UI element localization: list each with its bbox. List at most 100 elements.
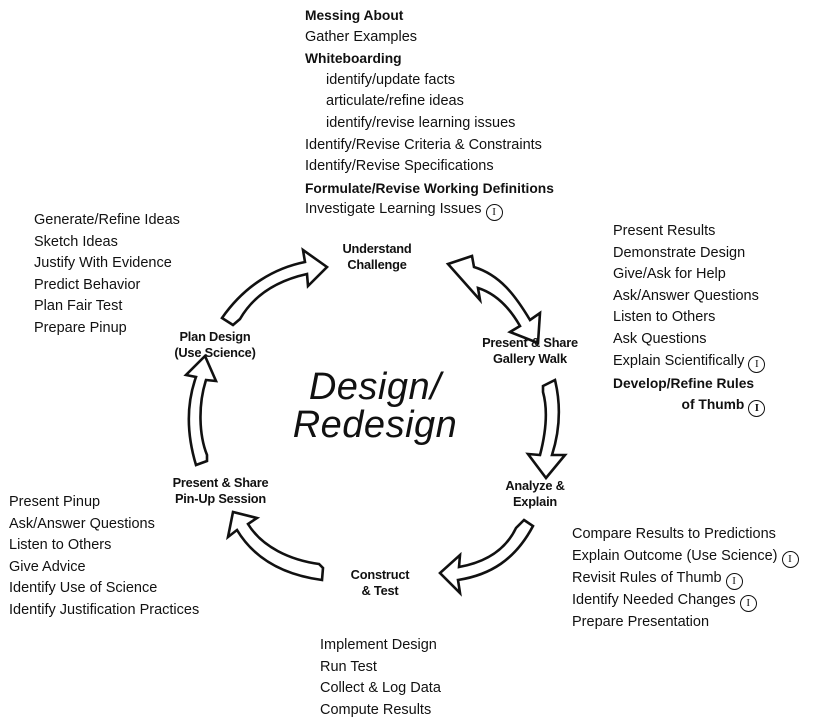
stage-label: Understand [342,241,412,256]
arrow-gallery-to-analyze [525,378,568,481]
activity-item: Ask/Answer Questions [613,286,765,308]
activity-item: Predict Behavior [34,275,180,297]
activity-item: articulate/refine ideas [305,91,554,113]
activity-text: Identify Use of Science [9,580,158,597]
activity-item: Compare Results to Predictions [572,524,799,546]
activity-item: Identify/Revise Criteria & Constraints [305,135,554,157]
activity-text: Present Pinup [9,494,101,510]
activity-item: Give Advice [9,557,199,579]
activity-text: Sketch Ideas [34,233,118,250]
activity-item: Plan Fair Test [34,296,180,318]
activity-item: Collect & Log Data [320,678,441,700]
activity-item: Sketch Ideas [34,232,180,254]
activity-item: Identify Justification Practices [9,600,199,622]
activity-text: Listen to Others [613,309,716,326]
activity-text: of Thumb [681,397,745,413]
activity-text: Ask/Answer Questions [613,287,759,304]
activity-text: Implement Design [320,637,437,653]
arrow-construct-to-pinup [226,510,325,582]
activity-text: Listen to Others [9,537,112,554]
arrow-pinup-to-plan [183,353,219,467]
stage-label: & Test [361,583,399,598]
activity-item: Identify/Revise Specifications [305,156,554,178]
activity-item: identify/update facts [305,70,554,92]
activity-text: Ask/Answer Questions [9,515,155,532]
activity-text: Plan Fair Test [34,298,123,315]
activity-item: Gather Examples [305,27,554,49]
activity-item: Ask/Answer Questions [9,514,199,536]
stage-plan-design: Plan Design (Use Science) [160,329,270,361]
activity-item: Ask Questions [613,329,765,351]
activity-item: Prepare Pinup [34,318,180,340]
activity-item: Demonstrate Design [613,243,765,265]
investigate-icon: I [748,400,766,418]
activity-item: Generate/Refine Ideas [34,210,180,232]
stage-label: Challenge [347,257,407,272]
activity-text: Gather Examples [305,28,418,45]
activity-item: Present Pinup [9,492,199,514]
activity-text: Identify/Revise Criteria & Constraints [305,136,542,153]
activity-item: Run Test [320,657,441,679]
activity-text: Explain Outcome (Use Science) [572,547,778,564]
activity-text: Give/Ask for Help [613,266,726,283]
activity-text: Give Advice [9,558,86,575]
activity-text: Demonstrate Design [613,244,746,261]
investigate-icon: I [748,355,766,373]
arrow-analyze-to-construct [438,518,535,597]
activity-item: Listen to Others [9,535,199,557]
activity-text: Identify/Revise Specifications [305,158,494,175]
investigate-icon: I [485,204,503,222]
activity-text: Ask Questions [613,330,707,347]
title-line-1: Design/ [308,366,442,408]
activity-text: identify/revise learning issues [326,114,516,131]
activity-item: Develop/Refine Rules [613,373,765,395]
activity-text: Whiteboarding [305,51,402,67]
activity-item: Whiteboarding [305,48,554,70]
activity-text: Compute Results [320,701,432,718]
investigate-icon: I [739,594,757,612]
activity-text: Generate/Refine Ideas [34,212,180,228]
stage-understand-challenge: Understand Challenge [322,241,432,273]
activity-item: Identify Use of Science [9,578,199,600]
activity-item: identify/revise learning issues [305,113,554,135]
activity-item: Justify With Evidence [34,253,180,275]
stage-analyze-explain: Analyze & Explain [490,478,580,510]
activity-item: Present Results [613,221,765,243]
activity-item: Explain Outcome (Use Science)I [572,546,799,568]
activity-text: identify/update facts [326,71,455,88]
activity-text: Run Test [320,658,377,675]
stage-label: (Use Science) [174,345,256,360]
stage-label: Present & Share [172,475,269,490]
activity-text: Formulate/Revise Working Definitions [305,180,554,196]
stage-construct-test: Construct & Test [335,567,425,599]
stage-label: Gallery Walk [493,351,567,366]
activity-text: Identify Justification Practices [9,601,200,618]
activity-item: Compute Results [320,700,441,721]
activity-item: Formulate/Revise Working Definitions [305,178,554,200]
stage-label: Present & Share [482,335,578,350]
activity-text: Justify With Evidence [34,255,172,272]
activity-item: Prepare Presentation [572,612,799,634]
stage-label: Explain [512,494,558,509]
activity-item: Give/Ask for Help [613,264,765,286]
title-line-2: Redesign [292,404,458,446]
stage-label: Plan Design [179,329,251,344]
activity-text: Develop/Refine Rules [613,375,755,391]
stage-label: Pin-Up Session [174,491,267,506]
investigate-icon: I [725,572,743,590]
stage-gallery-walk: Present & Share Gallery Walk [470,335,590,367]
activity-text: Messing About [305,8,404,23]
activity-text: Collect & Log Data [320,680,441,697]
activity-text: Explain Scientifically [613,352,745,369]
activity-item: Implement Design [320,635,441,657]
